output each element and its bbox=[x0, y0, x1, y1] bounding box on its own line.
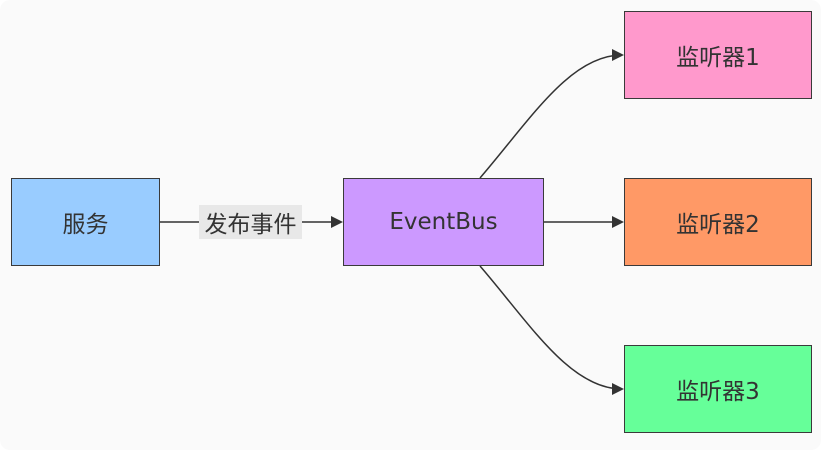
node-eventbus[interactable]: EventBus bbox=[343, 178, 544, 266]
edge-eventbus-to-listener3 bbox=[479, 265, 624, 395]
node-service[interactable]: 服务 bbox=[11, 178, 160, 266]
node-listener-3[interactable]: 监听器3 bbox=[624, 345, 812, 433]
node-listener-1[interactable]: 监听器1 bbox=[624, 11, 812, 99]
edge-eventbus-to-listener1 bbox=[479, 49, 624, 179]
node-listener-2[interactable]: 监听器2 bbox=[624, 178, 812, 266]
edge-label-publish-event: 发布事件 bbox=[199, 205, 302, 239]
